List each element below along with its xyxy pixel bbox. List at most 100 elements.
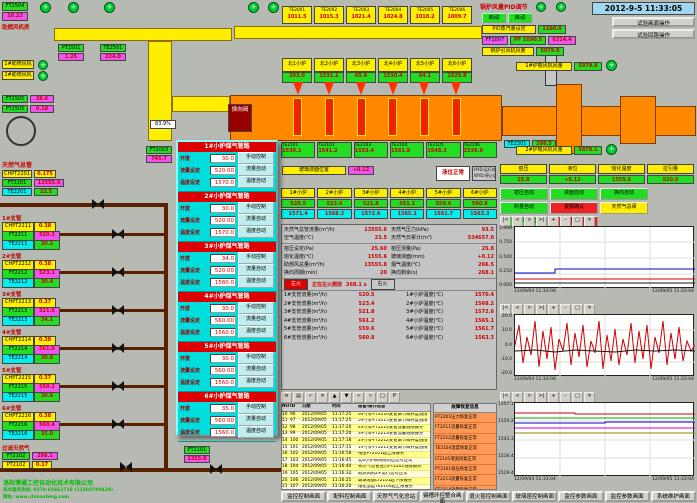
- temp-setpoint-field[interactable]: 1570.0: [210, 227, 236, 237]
- temp-auto-button[interactable]: 温度自动: [238, 376, 274, 388]
- mode-button[interactable]: 料量自动: [500, 202, 548, 214]
- nav-button[interactable]: 玻璃窑控制画面: [512, 491, 558, 502]
- event-toolbar-icon[interactable]: ▼: [341, 392, 352, 403]
- burner-label[interactable]: 北4小炉: [378, 58, 408, 72]
- temp-auto-button[interactable]: 温度自动: [238, 176, 274, 188]
- valve-icon[interactable]: [112, 229, 124, 239]
- event-row[interactable]: 12 98 2012/09/05 11:17:20 4#小炉FT2214支管流量…: [282, 425, 430, 432]
- test-screen-button[interactable]: 试验画面操作: [612, 17, 695, 27]
- flow-auto-button[interactable]: 流量自动: [238, 264, 274, 276]
- event-row[interactable]: 21 107 2012/09/05 11:16:20 熔化温度TE2104超上限…: [282, 484, 430, 489]
- manual-control-button[interactable]: 手动控制: [238, 302, 274, 314]
- port-label[interactable]: 5#小炉: [426, 188, 461, 198]
- valve-icon[interactable]: [112, 343, 124, 353]
- flow-auto-button[interactable]: 流量自动: [238, 414, 274, 426]
- event-row[interactable]: 18 104 2012/09/05 11:16:40 天然气总管压力PT2201…: [282, 465, 430, 472]
- event-toolbar-icon[interactable]: ✓: [305, 392, 316, 403]
- temp-setpoint-field[interactable]: 1560.0: [210, 327, 236, 337]
- manual-control-button[interactable]: 手动控制: [238, 352, 274, 364]
- burner-label[interactable]: 北3小炉: [346, 58, 376, 72]
- temp-setpoint-field[interactable]: 1560.0: [210, 427, 236, 437]
- temp-auto-button[interactable]: 温度自动: [238, 226, 274, 238]
- opening-field[interactable]: 30.0: [210, 303, 236, 313]
- nav-button[interactable]: 监控参数画面: [604, 491, 650, 502]
- port-label[interactable]: 2#小炉: [317, 188, 352, 198]
- manual-control-button[interactable]: 手动控制: [238, 252, 274, 264]
- temp-auto-button[interactable]: 温度自动: [238, 426, 274, 438]
- opening-field[interactable]: 34.0: [210, 253, 236, 263]
- temp-auto-button[interactable]: 温度自动: [238, 326, 274, 338]
- flow-setpoint-field[interactable]: 520.00: [210, 265, 236, 275]
- mode-button[interactable]: 窑压自动: [500, 188, 548, 200]
- event-row[interactable]: 13 99 2012/09/05 11:17:20 3#小炉FT2213支管流量…: [282, 432, 430, 439]
- valve-icon[interactable]: [92, 199, 104, 209]
- event-row[interactable]: 11 97 2012/09/05 11:17:25 5#小炉FT2215支管调节…: [282, 418, 430, 426]
- burner-label[interactable]: 北2小炉: [314, 58, 344, 72]
- valve-icon[interactable]: [112, 381, 124, 391]
- temp-auto-button[interactable]: 温度自动: [238, 276, 274, 288]
- flow-setpoint-field[interactable]: 560.00: [210, 415, 236, 425]
- port-label[interactable]: 6#小炉: [462, 188, 497, 198]
- event-row[interactable]: 15 101 2012/09/05 11:17:15 1#小炉FT2211支管调…: [282, 445, 430, 452]
- mode-button[interactable]: 液面自动: [550, 188, 598, 200]
- temp-setpoint-field[interactable]: 1560.0: [210, 377, 236, 387]
- valve-icon[interactable]: [210, 464, 222, 474]
- opening-field[interactable]: 30.0: [210, 153, 236, 163]
- mode-button[interactable]: 天然气总阀: [600, 202, 648, 214]
- mode-button[interactable]: 报警确认: [550, 202, 598, 214]
- flow-setpoint-field[interactable]: 560.00: [210, 315, 236, 325]
- flow-auto-button[interactable]: 流量自动: [238, 364, 274, 376]
- valve-icon[interactable]: [112, 419, 124, 429]
- opening-field[interactable]: 35.0: [210, 403, 236, 413]
- burner-label[interactable]: 北6小炉: [442, 58, 472, 72]
- event-row[interactable]: 20 106 2012/09/05 11:16:25 玻璃液面LT2101超下限…: [282, 478, 430, 485]
- reversal-valve[interactable]: 换向阀: [228, 104, 252, 132]
- event-toolbar-icon[interactable]: «: [353, 392, 364, 403]
- event-row[interactable]: 10 96 2012/09/05 11:17:25 6#小炉FT2216支管调节…: [282, 412, 430, 419]
- nav-button[interactable]: 系统维护画面: [650, 491, 696, 502]
- temp-setpoint-field[interactable]: 1580.0: [210, 277, 236, 287]
- opening-field[interactable]: 30.0: [210, 353, 236, 363]
- manual-control-button[interactable]: 手动控制: [238, 202, 274, 214]
- event-toolbar-icon[interactable]: ▤: [293, 392, 304, 403]
- event-row[interactable]: 17 103 2012/09/05 11:16:45 北6小炉换向阀到位信号正常: [282, 458, 430, 465]
- flow-auto-button[interactable]: 流量自动: [238, 164, 274, 176]
- nav-button[interactable]: 天然气气化总站: [373, 491, 419, 502]
- valve-icon[interactable]: [120, 462, 132, 472]
- nav-button[interactable]: 锡槽环控整合画面: [419, 491, 465, 503]
- event-toolbar-icon[interactable]: »: [365, 392, 376, 403]
- port-label[interactable]: 4#小炉: [389, 188, 425, 198]
- opening-field[interactable]: 30.0: [210, 203, 236, 213]
- chart-toolbar-icon[interactable]: |<: [500, 392, 511, 403]
- port-label[interactable]: 1#小炉: [281, 188, 316, 198]
- manual-control-button[interactable]: 手动控制: [238, 402, 274, 414]
- boiler-auto-button[interactable]: 自动: [508, 13, 532, 23]
- event-toolbar-icon[interactable]: ✕: [317, 392, 328, 403]
- event-row[interactable]: 16 102 2012/09/05 11:16:58 窑压PT2101超上限报警: [282, 451, 430, 459]
- event-toolbar-icon[interactable]: □: [377, 392, 388, 403]
- temp-setpoint-field[interactable]: 1570.0: [210, 177, 236, 187]
- event-toolbar-icon[interactable]: ▲: [329, 392, 340, 403]
- flow-auto-button[interactable]: 流量自动: [238, 214, 274, 226]
- port-label[interactable]: 3#小炉: [353, 188, 388, 198]
- boiler-start-button[interactable]: 启动: [482, 13, 506, 23]
- flow-setpoint-field[interactable]: 520.00: [210, 215, 236, 225]
- mode-button[interactable]: 换向自动: [600, 188, 648, 200]
- nav-button[interactable]: 退火窑控制画面: [465, 491, 512, 502]
- chart-toolbar-icon[interactable]: |<: [500, 216, 511, 227]
- event-toolbar-icon[interactable]: ≡: [281, 392, 292, 403]
- valve-icon[interactable]: [112, 305, 124, 315]
- burner-label[interactable]: 北5小炉: [410, 58, 440, 72]
- flow-setpoint-field[interactable]: 560.00: [210, 365, 236, 375]
- nav-button[interactable]: 监控参数画面: [558, 491, 604, 502]
- test-loop-button[interactable]: 试验回路操作: [612, 29, 695, 39]
- event-row[interactable]: 14 100 2012/09/05 11:17:18 2#小炉FT2212支管调…: [282, 438, 430, 445]
- flow-auto-button[interactable]: 流量自动: [238, 314, 274, 326]
- event-toolbar-icon[interactable]: P: [389, 392, 400, 403]
- nav-button[interactable]: 监控控制画面: [281, 491, 327, 502]
- valve-icon[interactable]: [112, 267, 124, 277]
- pid-setpoint-value[interactable]: 1100.0: [538, 25, 566, 34]
- nav-button[interactable]: 配料控制画面: [327, 491, 373, 502]
- manual-control-button[interactable]: 手动控制: [238, 152, 274, 164]
- burner-label[interactable]: 北1小炉: [282, 58, 312, 72]
